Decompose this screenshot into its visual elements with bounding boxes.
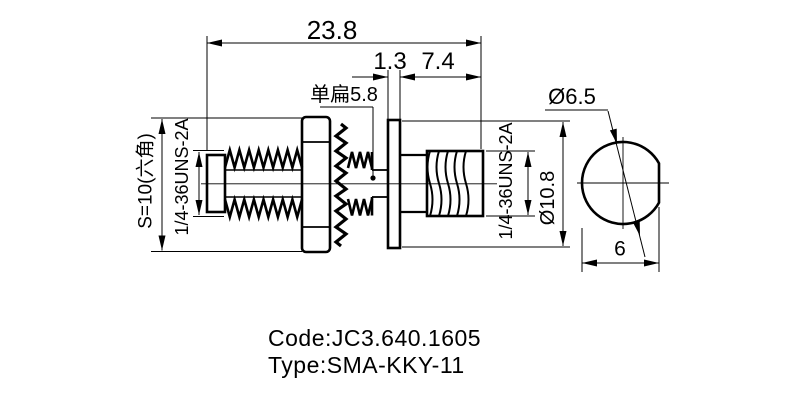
bulkhead-thread — [346, 151, 374, 216]
dim-flange-diameter: Ø10.8 — [537, 170, 559, 226]
dim-hex-size: S=10(六角) — [135, 133, 157, 229]
dimension-lines — [151, 36, 660, 272]
dim-panel-thickness: 1.3 — [373, 48, 407, 75]
left-thread-bottom — [223, 194, 304, 222]
dim-left-thread: 1/4-36UNS-2A — [172, 118, 192, 236]
arrowheads — [158, 39, 659, 267]
dim-flat-width: 6 — [614, 237, 626, 261]
end-view-circle — [580, 140, 661, 226]
side-view-outline — [205, 115, 485, 254]
code-text: Code:JC3.640.1605 — [268, 325, 482, 351]
lock-washer — [333, 122, 349, 248]
type-text: Type:SMA-KKY-11 — [268, 352, 465, 378]
left-thread-top — [223, 145, 304, 173]
hex-nut — [300, 115, 332, 254]
dim-overall-length: 23.8 — [306, 15, 358, 45]
dia65-leader — [545, 109, 646, 258]
dim-right-thread: 1/4-36UNS-2A — [496, 122, 516, 240]
dim-right-section-length: 7.4 — [421, 48, 455, 75]
neck-left — [372, 169, 388, 198]
neck-right — [400, 153, 427, 214]
left-end-cap — [205, 153, 227, 214]
dim-end-diameter: Ø6.5 — [548, 84, 596, 109]
flange — [386, 118, 402, 250]
right-barrel-thread-lines — [426, 150, 470, 217]
bore-lines-left — [225, 169, 302, 198]
right-barrel — [425, 149, 485, 218]
dim-single-flat: 单扁5.8 — [310, 84, 378, 106]
flat-leader — [320, 106, 376, 181]
